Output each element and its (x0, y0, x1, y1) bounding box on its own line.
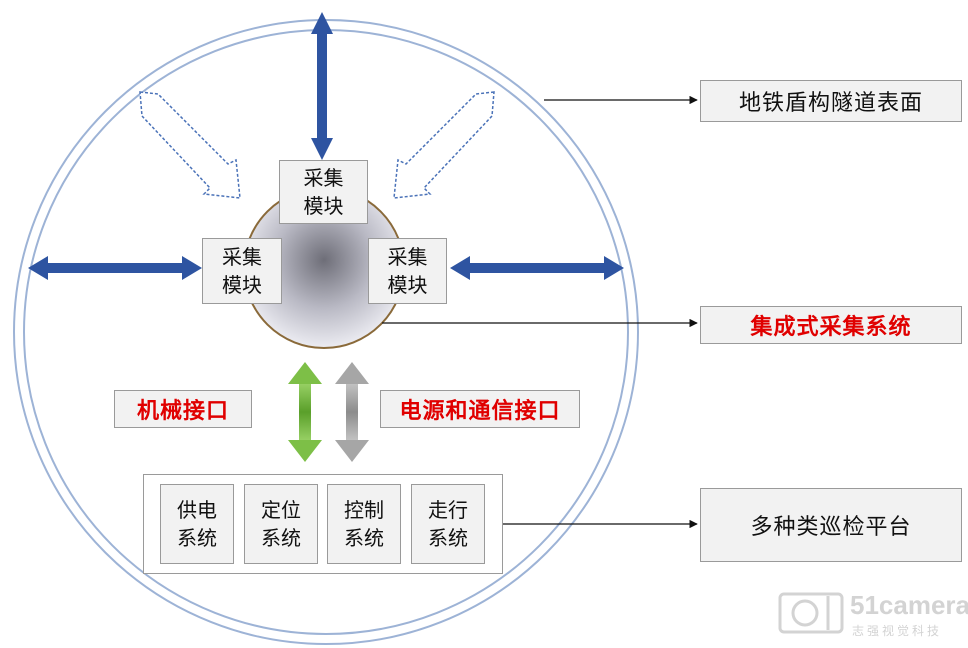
subsystem-positioning-label: 定位 系统 (261, 498, 301, 550)
dashed-diagonal-arrow-right (393, 91, 495, 199)
power-comm-interface-arrow (335, 362, 369, 462)
integrated-system-label-box: 集成式采集系统 (700, 306, 962, 344)
platform-label-box: 多种类巡检平台 (700, 488, 962, 562)
collection-module-top-label: 采集 模块 (303, 166, 344, 218)
watermark-brand: 51camera (850, 590, 968, 620)
left-double-arrow (28, 256, 202, 280)
collection-module-top: 采集 模块 (279, 160, 368, 224)
collection-module-right: 采集 模块 (368, 238, 447, 304)
subsystem-locomotion: 走行 系统 (411, 484, 485, 564)
mechanical-interface-label-box: 机械接口 (114, 390, 252, 428)
integrated-system-label: 集成式采集系统 (750, 315, 912, 340)
mechanical-interface-arrow (288, 362, 322, 462)
collection-module-left: 采集 模块 (202, 238, 282, 304)
subsystem-locomotion-label: 走行 系统 (428, 498, 468, 550)
subsystem-positioning: 定位 系统 (244, 484, 318, 564)
watermark-logo-icon (778, 592, 844, 634)
power-comm-interface-label: 电源和通信接口 (399, 399, 561, 424)
right-double-arrow (450, 256, 624, 280)
tunnel-surface-label-box: 地铁盾构隧道表面 (700, 80, 962, 122)
subsystem-control: 控制 系统 (327, 484, 401, 564)
subsystem-power-label: 供电 系统 (177, 498, 217, 550)
power-comm-interface-label-box: 电源和通信接口 (380, 390, 580, 428)
watermark-tagline: 志强视觉科技 (852, 624, 943, 638)
collection-module-left-label: 采集 模块 (222, 245, 262, 297)
tunnel-surface-label: 地铁盾构隧道表面 (738, 91, 923, 116)
collection-module-right-label: 采集 模块 (387, 245, 428, 297)
mechanical-interface-label: 机械接口 (136, 399, 229, 424)
subsystem-power: 供电 系统 (160, 484, 234, 564)
subsystem-control-label: 控制 系统 (344, 498, 384, 550)
top-double-arrow (311, 12, 333, 160)
platform-label: 多种类巡检平台 (750, 515, 912, 540)
dashed-diagonal-arrow-left (139, 91, 241, 199)
